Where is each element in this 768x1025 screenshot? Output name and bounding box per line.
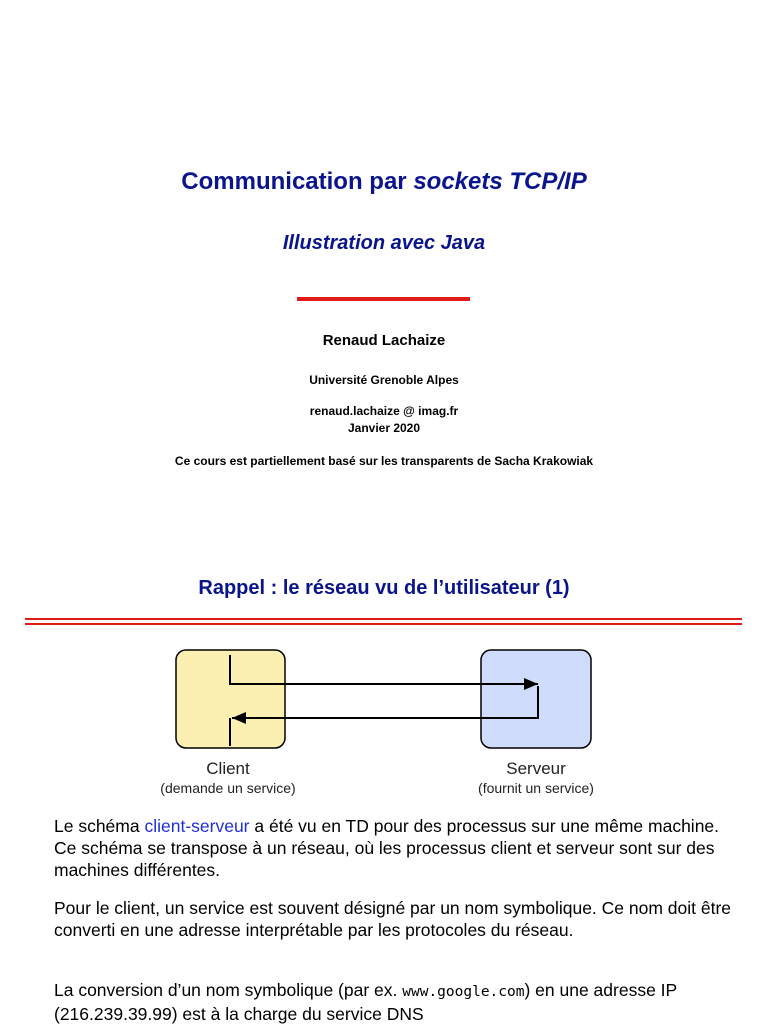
paragraph-3: La conversion d’un nom symbolique (par e…	[54, 979, 734, 1025]
server-sublabel: (fournit un service)	[478, 780, 594, 796]
client-sublabel: (demande un service)	[160, 780, 295, 796]
author-email: renaud.lachaize @ imag.fr	[309, 404, 459, 418]
client-label: Client	[206, 759, 250, 778]
p3-text-after: ) en une adresse IP (216.239.39.99) est …	[54, 980, 677, 1024]
slide-subtitle: Illustration avec Java	[282, 232, 486, 254]
date: Janvier 2020	[347, 421, 421, 435]
section-divider-bottom	[25, 623, 742, 625]
paragraph-1: Le schéma client-serveur a été vu en TD …	[54, 815, 734, 881]
author-name: Renaud Lachaize	[322, 332, 446, 349]
p1-text-after: a été vu en TD pour des processus sur un…	[54, 816, 720, 880]
client-box	[175, 649, 286, 749]
server-box	[480, 649, 592, 749]
request-arrow	[229, 655, 538, 690]
client-server-link[interactable]: client-serveur	[144, 816, 250, 836]
title-italic: sockets TCP/IP	[413, 168, 587, 195]
example-domain: www.google.com	[402, 984, 525, 1000]
section-divider-top	[25, 618, 742, 620]
response-arrow	[232, 686, 539, 724]
paragraph-2: Pour le client, un service est souvent d…	[54, 898, 732, 940]
slide-title: Communication par sockets TCP/IP	[0, 168, 768, 196]
client-server-diagram: Client (demande un service) Serveur (fou…	[160, 649, 594, 796]
p3-text-before: La conversion d’un nom symbolique (par e…	[54, 980, 403, 1000]
p1-text-before: Le schéma	[54, 816, 145, 836]
title-divider	[297, 297, 470, 301]
credit-note: Ce cours est partiellement basé sur les …	[174, 454, 594, 468]
section-title: Rappel : le réseau vu de l’utilisateur (…	[198, 577, 570, 599]
server-label: Serveur	[506, 759, 566, 778]
title-prefix: Communication par	[181, 168, 414, 195]
university: Université Grenoble Alpes	[309, 373, 459, 387]
